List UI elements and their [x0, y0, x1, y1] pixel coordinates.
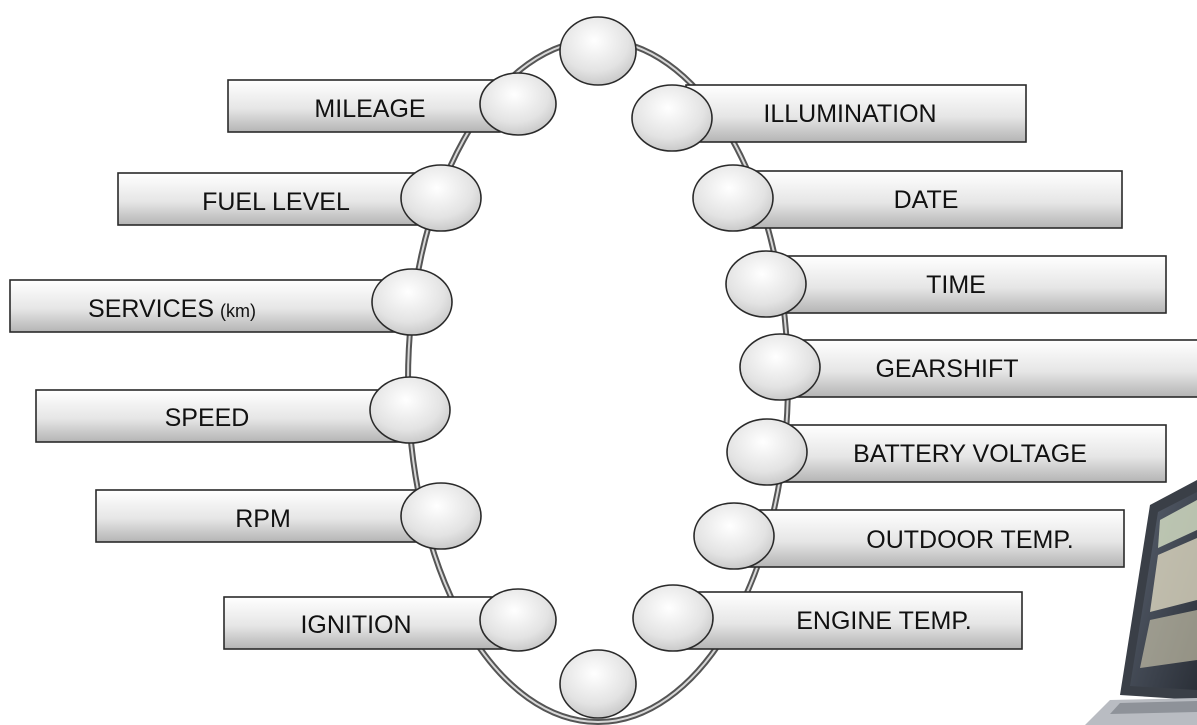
connector-node	[400, 164, 482, 232]
label-text: GEARSHIFT	[875, 355, 1018, 383]
label-box	[117, 172, 444, 226]
right-item-time: TIME	[725, 250, 1167, 318]
connector-node	[693, 502, 775, 570]
label-text: IGNITION	[300, 611, 411, 639]
label-text: ILLUMINATION	[763, 100, 936, 128]
connector-node	[725, 250, 807, 318]
label-box	[223, 596, 507, 650]
left-item-speed: SPEED	[35, 376, 451, 444]
connector-node	[400, 482, 482, 550]
label-box	[783, 424, 1167, 483]
label-box	[9, 279, 411, 333]
label-text: FUEL LEVEL	[202, 188, 350, 216]
services-label: SERVICES	[88, 295, 214, 323]
left-item-mileage: MILEAGE	[227, 72, 557, 136]
right-item-outdoor-temp: OUTDOOR TEMP.	[693, 502, 1125, 570]
label-box	[783, 255, 1167, 314]
right-item-illumination: ILLUMINATION	[631, 84, 1027, 152]
connector-node	[369, 376, 451, 444]
connector-node	[479, 588, 557, 652]
right-item-battery-voltage: BATTERY VOLTAGE	[726, 418, 1167, 486]
connector-node	[739, 333, 821, 401]
connector-node	[726, 418, 808, 486]
label-text: RPM	[235, 505, 291, 533]
connector-node	[631, 84, 713, 152]
label-text: OUTDOOR TEMP.	[866, 526, 1073, 554]
left-item-rpm: RPM	[95, 482, 482, 550]
connector-node	[371, 268, 453, 336]
laptop-image	[1085, 480, 1197, 725]
label-box	[95, 489, 445, 543]
label-box	[747, 170, 1123, 229]
label-text: TIME	[926, 271, 986, 299]
label-box	[795, 339, 1197, 398]
top-node	[559, 16, 637, 86]
label-text: MILEAGE	[314, 95, 425, 123]
left-item-ignition: IGNITION	[223, 588, 557, 652]
label-box	[35, 389, 409, 443]
left-item-fuel-level: FUEL LEVEL	[117, 164, 482, 232]
label-text: BATTERY VOLTAGE	[853, 440, 1087, 468]
label-text: SERVICES (km)	[88, 295, 256, 323]
connector-node	[692, 164, 774, 232]
connector-node	[479, 72, 557, 136]
services-unit: (km)	[220, 301, 256, 321]
left-item-services: SERVICES (km)	[9, 268, 453, 336]
connector-node	[632, 584, 714, 652]
right-item-gearshift: GEARSHIFT	[739, 333, 1197, 401]
label-text: ENGINE TEMP.	[796, 607, 972, 635]
label-text: DATE	[894, 186, 959, 214]
bottom-node	[559, 649, 637, 719]
right-item-engine-temp: ENGINE TEMP.	[632, 584, 1023, 652]
label-text: SPEED	[165, 404, 250, 432]
right-item-date: DATE	[692, 164, 1123, 232]
